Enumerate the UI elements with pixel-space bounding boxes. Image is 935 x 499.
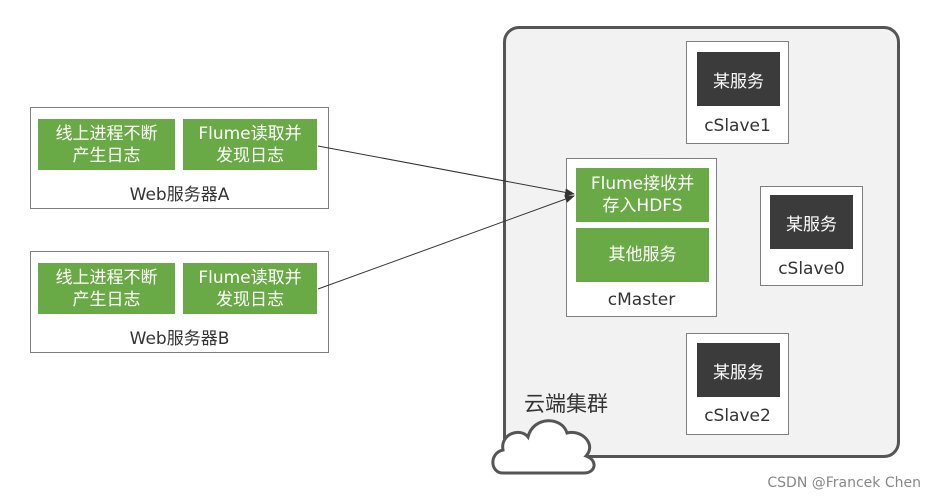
- cslave2-service: 某服务: [697, 343, 780, 397]
- cslave1-label: cSlave1: [704, 116, 771, 136]
- cslave1-service: 某服务: [697, 52, 780, 106]
- cslave2-label: cSlave2: [704, 406, 771, 426]
- arrow-server-a-to-cmaster: [317, 145, 575, 197]
- cslave0-service: 某服务: [770, 195, 853, 249]
- cmaster-flume-task: Flume接收并存入HDFS: [576, 168, 709, 222]
- server-b-flume-task: Flume读取并发现日志: [183, 263, 317, 314]
- cmaster-label: cMaster: [607, 290, 676, 310]
- server-a-flume-task: Flume读取并发现日志: [183, 119, 317, 170]
- server-a-log-task: 线上进程不断产生日志: [38, 119, 175, 170]
- cmaster-other-services: 其他服务: [576, 228, 709, 282]
- watermark: CSDN @Francek Chen: [767, 475, 921, 491]
- arrow-server-b-to-cmaster: [317, 195, 575, 290]
- server-a-label: Web服务器A: [129, 185, 230, 205]
- server-b-log-task: 线上进程不断产生日志: [38, 263, 175, 314]
- cloud-icon: [491, 419, 596, 475]
- cluster-label: 云端集群: [524, 392, 608, 416]
- cslave0-label: cSlave0: [778, 259, 845, 279]
- server-b-label: Web服务器B: [129, 329, 230, 349]
